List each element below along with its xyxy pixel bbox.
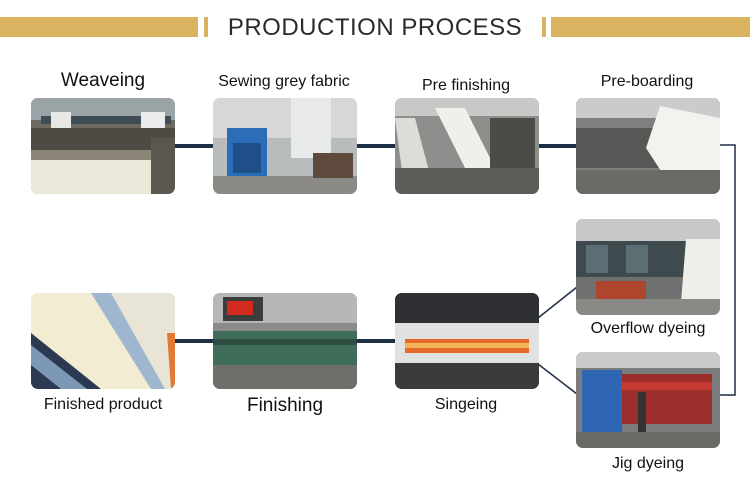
header-bar-right: [551, 17, 750, 37]
header-tick-left: [204, 17, 208, 37]
step-label-singeing: Singeing: [434, 396, 498, 413]
overflow-dyeing-photo: [576, 219, 720, 315]
step-label-jig-dyeing: Jig dyeing: [611, 455, 685, 472]
finished-product-photo: [31, 293, 175, 389]
step-label-finishing: Finishing: [246, 395, 324, 416]
pre-boarding-photo: [576, 98, 720, 194]
sewing-photo: [213, 98, 357, 194]
header-tick-right: [542, 17, 546, 37]
singeing-photo: [395, 293, 539, 389]
step-label-pre-finishing: Pre finishing: [421, 77, 511, 94]
step-label-pre-boarding: Pre-boarding: [600, 73, 694, 90]
step-label-weaveing: Weaveing: [60, 70, 146, 91]
step-label-sewing: Sewing grey fabric: [218, 73, 350, 90]
step-label-finished-product: Finished product: [43, 396, 163, 413]
header-bar-left: [0, 17, 198, 37]
pre-finishing-photo: [395, 98, 539, 194]
finishing-photo: [213, 293, 357, 389]
jig-dyeing-photo: [576, 352, 720, 448]
weaving-photo: [31, 98, 175, 194]
page-title: PRODUCTION PROCESS: [227, 14, 523, 41]
step-label-overflow-dyeing: Overflow dyeing: [590, 320, 706, 337]
